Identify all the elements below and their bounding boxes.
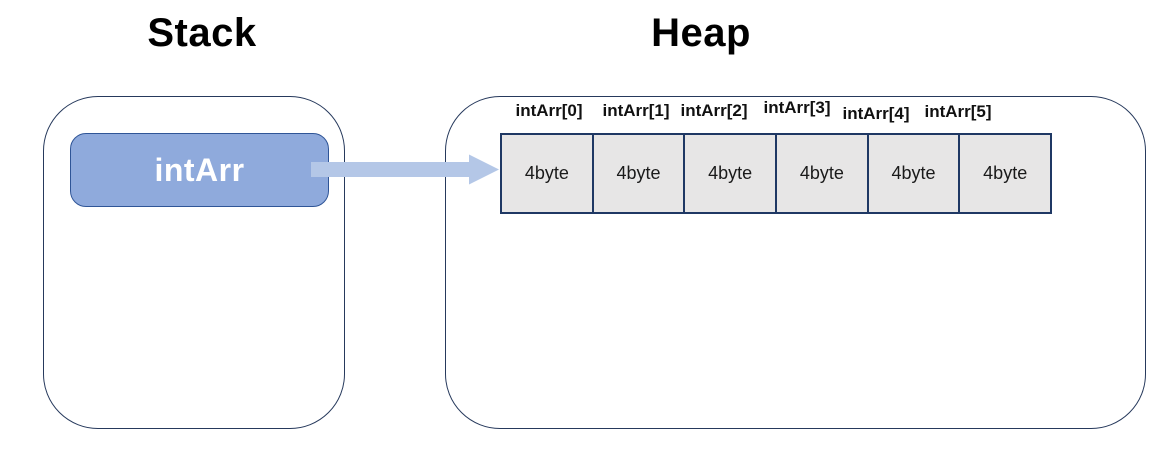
heap-index-label-5: intArr[5]	[924, 102, 992, 121]
intarr-variable-box: intArr	[70, 133, 329, 207]
heap-index-label-4: intArr[4]	[842, 104, 910, 123]
heap-index-label-3: intArr[3]	[763, 98, 831, 117]
heap-array-cell-1: 4byte	[593, 135, 686, 212]
heap-cell-value-1: 4byte	[616, 163, 661, 183]
intarr-variable-label: intArr	[154, 151, 245, 188]
heap-array-cell-4: 4byte	[868, 135, 961, 212]
heap-array-cell-2: 4byte	[685, 135, 778, 212]
heap-cell-value-2: 4byte	[708, 163, 753, 183]
heap-array-cell-5: 4byte	[960, 135, 1051, 212]
heap-index-label-1: intArr[1]	[602, 101, 670, 120]
heap-title: Heap	[651, 11, 751, 55]
heap-index-label-2: intArr[2]	[680, 101, 748, 120]
heap-array-cell-3: 4byte	[777, 135, 869, 212]
heap-array-cell-0: 4byte	[502, 135, 594, 212]
heap-cell-value-5: 4byte	[983, 163, 1028, 183]
stack-title: Stack	[147, 11, 257, 55]
arrow-right-connector	[311, 154, 499, 185]
heap-cell-value-3: 4byte	[799, 163, 844, 183]
heap-cell-value-4: 4byte	[891, 163, 936, 183]
heap-array-cells: 4byte 4byte 4byte 4byte 4byte 4byte	[500, 133, 1052, 214]
heap-cell-value-0: 4byte	[524, 163, 569, 183]
heap-index-label-0: intArr[0]	[515, 101, 583, 120]
